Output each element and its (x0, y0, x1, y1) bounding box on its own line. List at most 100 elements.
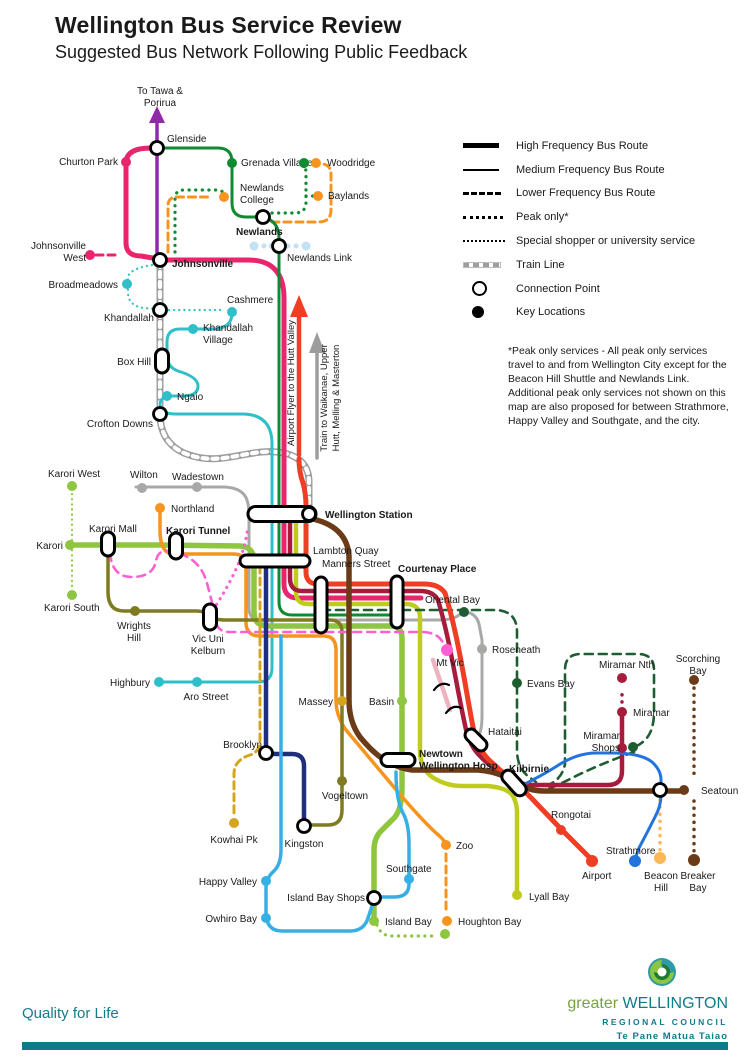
station-dot-brooklyn (258, 745, 274, 761)
station-dot-owhiro-bay (261, 913, 271, 923)
station-label-kowhai-pk: Kowhai Pk (210, 835, 258, 846)
station-dot-manners-pill (313, 575, 329, 635)
station-label-ngaio: Ngaio (177, 392, 204, 403)
tunnel-portal-mark-1 (432, 682, 451, 692)
key-location-icon (472, 306, 484, 319)
hutt-train-arrowhead (309, 332, 325, 353)
special-service-line-icon (463, 240, 505, 243)
station-label-woodridge: Woodridge (327, 158, 376, 169)
station-label-churton-park: Churton Park (59, 157, 119, 168)
legend-row-peak: Peak only* (463, 205, 743, 229)
station-label-evans-bay: Evans Bay (527, 679, 575, 690)
route-churton-johnsonville (123, 145, 424, 601)
station-label-oriental-bay: Oriental Bay (425, 595, 480, 606)
route-karori-island-bay (67, 542, 405, 921)
station-dot-basin (397, 696, 407, 706)
station-dot-aro-street (192, 677, 202, 687)
station-label-karori-tunnel: Karori Tunnel (166, 526, 230, 537)
legend-row-train: Train Line (463, 253, 743, 277)
station-label-wellington-station: Wellington Station (325, 510, 413, 521)
station-dot-karori (65, 540, 75, 550)
connection-point-icon (472, 281, 487, 297)
station-dot-newlands (255, 209, 271, 225)
station-dot-baylands (313, 191, 323, 201)
station-dot-karori-west (67, 481, 77, 491)
station-label-johnsonville: Johnsonville (172, 259, 234, 270)
station-dot-wrights-hill (130, 606, 140, 616)
station-label-cashmere: Cashmere (227, 295, 274, 306)
station-dot-nl-dot5 (293, 243, 299, 249)
station-label-airport: Airport (582, 871, 612, 882)
station-dot-wellington-station-circle (301, 506, 317, 522)
station-dot-kingston (296, 818, 312, 834)
station-dot-newlands-college (219, 192, 229, 202)
station-label-vogeltown: Vogeltown (322, 791, 368, 802)
station-dot-vic-uni (202, 602, 218, 632)
station-label-hataitai: Hataitai (488, 727, 522, 738)
station-dot-highbury (154, 677, 164, 687)
station-label-massey: Massey (299, 697, 333, 708)
station-dot-khandallah-village (188, 324, 198, 334)
route-broadmeadows-dotted (126, 263, 158, 311)
route-khandallah (158, 311, 274, 684)
station-dot-broadmeadows (122, 279, 132, 289)
station-label-owhiro-bay: Owhiro Bay (205, 914, 257, 925)
station-dot-hataitai (463, 727, 489, 753)
train-line-icon (463, 261, 501, 268)
station-label-kingston: Kingston (285, 839, 324, 850)
legend-label: Peak only* (516, 211, 569, 224)
route-island-bay-houghton-peak (375, 923, 440, 938)
route-strathmore (515, 751, 663, 858)
station-dot-nl-dot1 (249, 241, 259, 251)
station-dot-evans-bay (512, 678, 522, 688)
station-label-houghton-bay: Houghton Bay (458, 917, 521, 928)
station-label-karori-mall: Karori Mall (89, 524, 137, 535)
station-dot-glenside (149, 140, 165, 156)
station-dot-mt-vic (441, 644, 453, 656)
station-dot-miramar-nth (617, 673, 627, 683)
legend-label: Connection Point (516, 282, 600, 295)
station-label-roseneath: Roseneath (492, 645, 540, 656)
station-dot-houghton-bay (442, 916, 452, 926)
station-dot-churton-park (121, 157, 131, 167)
route-newlands-peak-left (173, 188, 226, 254)
legend-label: Special shopper or university service (516, 235, 696, 248)
route-wilton-hataitai (134, 485, 484, 742)
station-dot-oriental-bay (459, 607, 469, 617)
station-dot-seatoun (652, 782, 668, 798)
station-label-newlands: Newlands (236, 227, 283, 238)
station-label-rongotai: Rongotai (551, 810, 591, 821)
legend-row-lower: Lower Frequency Bus Route (463, 182, 743, 206)
station-dot-woodridge (311, 158, 321, 168)
peak-only-note: *Peak only services - All peak only serv… (508, 346, 729, 427)
gw-logo-line2: REGIONAL COUNCIL (602, 1017, 728, 1027)
peak-only-line-icon (463, 215, 503, 219)
station-dot-island-bay-shops (366, 890, 382, 906)
route-lyall-bay (293, 519, 520, 895)
station-dot-scorching-bay (689, 675, 699, 685)
station-dot-happy-valley (261, 876, 271, 886)
gw-logo-line3: Te Pane Matua Taiao (616, 1031, 728, 1042)
station-dot-ngaio (162, 391, 172, 401)
station-label-grenada-village: Grenada Village (241, 158, 313, 169)
station-dot-box-hill (154, 347, 170, 375)
station-label-wilton: Wilton (130, 470, 158, 481)
station-label-strathmore: Strathmore (606, 846, 656, 857)
station-dot-johnsonville-west (85, 250, 95, 260)
station-label-lambton-quay: Lambton Quay (313, 546, 379, 557)
station-label-island-bay: Island Bay (385, 917, 432, 928)
legend: High Frequency Bus Route Medium Frequenc… (463, 134, 743, 324)
station-dot-airport (586, 855, 598, 867)
station-dot-lambton-pill (238, 553, 312, 569)
station-label-kilbirnie: Kilbirnie (509, 764, 549, 775)
station-dot-karori-tunnel (168, 531, 184, 561)
station-dot-island-bay (369, 916, 379, 926)
